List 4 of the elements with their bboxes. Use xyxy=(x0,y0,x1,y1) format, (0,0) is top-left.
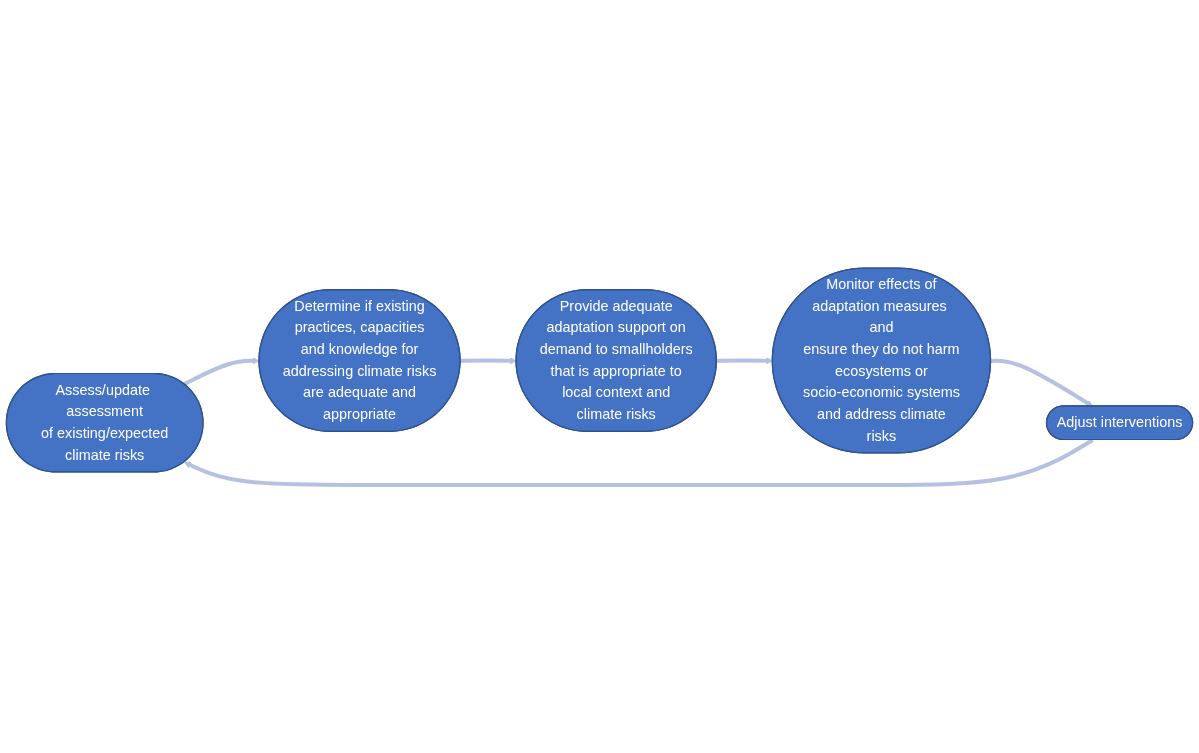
arrow xyxy=(183,438,1094,487)
arrow xyxy=(990,358,1093,407)
arrow xyxy=(183,357,260,386)
arrow xyxy=(460,357,517,365)
